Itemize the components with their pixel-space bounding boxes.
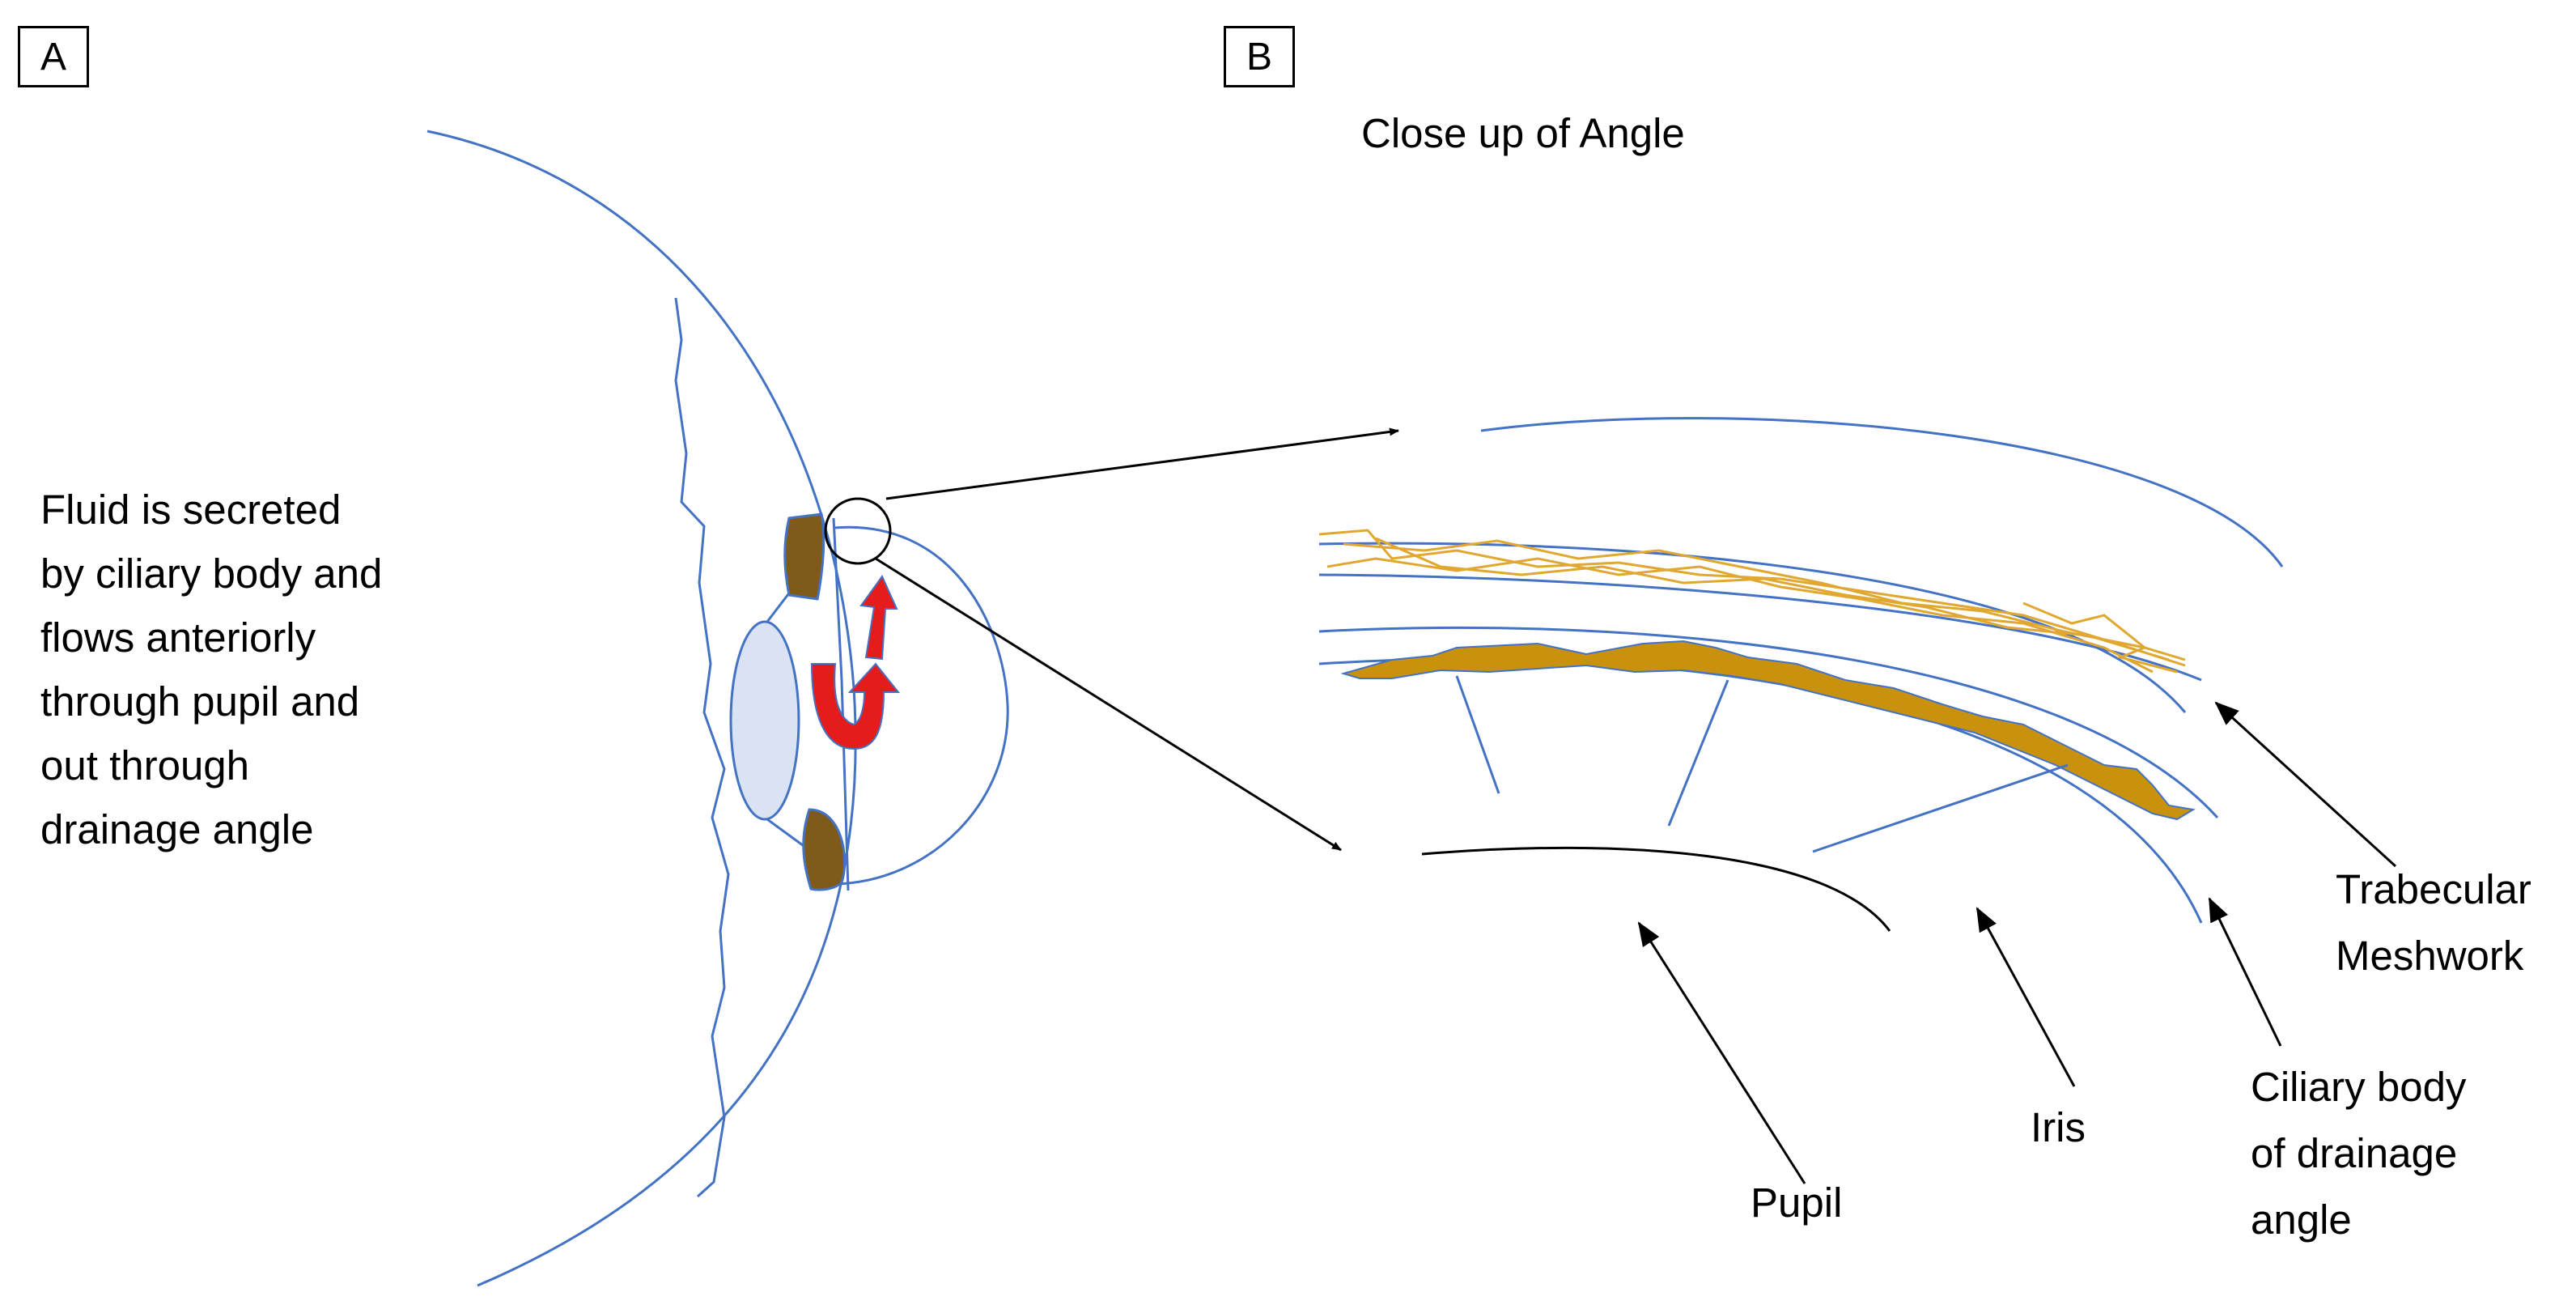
panel-b-title: Close up of Angle [1361,110,1685,156]
anterior-chamber-arc [833,525,1009,886]
flow-arrow-u [810,662,901,750]
ciliary-body-upper [783,512,825,601]
trabecular-meshwork [1318,529,2186,674]
iris-arrow [1975,907,2076,1087]
description-line: Fluid is secreted [40,487,342,533]
panel-label-b: B [1224,26,1295,87]
zoom-line-top [885,427,1399,500]
label-line: Meshwork [2336,933,2524,979]
closeup-cornea-arc [1480,417,2284,567]
angle-closeup [1318,417,2397,1184]
description-text: Fluid is secreted by ciliary body and fl… [40,478,382,861]
retina-line [674,297,730,1198]
label-line: Trabecular [2336,866,2531,912]
trabecular-arrow [2214,701,2397,868]
label-line: angle [2251,1197,2352,1243]
iris-spoke [1812,763,2069,853]
label-iris: Iris [2031,1104,2086,1150]
pupil-arrow [1637,921,1806,1184]
eye-cross-section [427,130,1399,1287]
ciliary-body-lower [802,808,847,891]
iris-spoke [1667,679,1729,827]
label-pupil: Pupil [1751,1180,1843,1226]
iris-line [832,517,850,891]
lens [729,620,800,821]
description-line: flows anteriorly [40,614,316,661]
flow-arrow-up [859,575,898,661]
angle-magnifier-circle [824,497,892,565]
panel-label-a: A [18,26,89,87]
ciliary-line [1318,657,2203,924]
label-trabecular-meshwork: Trabecular Meshwork [2336,857,2531,989]
ciliary-line [1318,626,2219,819]
zoom-line-bottom [875,557,1342,852]
iris-spoke [1455,675,1500,794]
description-line: drainage angle [40,806,314,852]
label-line: Ciliary body [2251,1064,2467,1110]
description-line: by ciliary body and [40,550,383,597]
ciliary-arrow [2208,897,2282,1047]
description-line: out through [40,742,250,789]
label-ciliary-body: Ciliary body of drainage angle [2251,1054,2466,1253]
label-line: of drainage [2251,1130,2458,1176]
description-line: through pupil and [40,678,360,725]
closeup-ciliary-body [1340,640,2196,821]
trabecular-line [1318,542,2187,713]
pupil-arc [1421,846,1891,932]
